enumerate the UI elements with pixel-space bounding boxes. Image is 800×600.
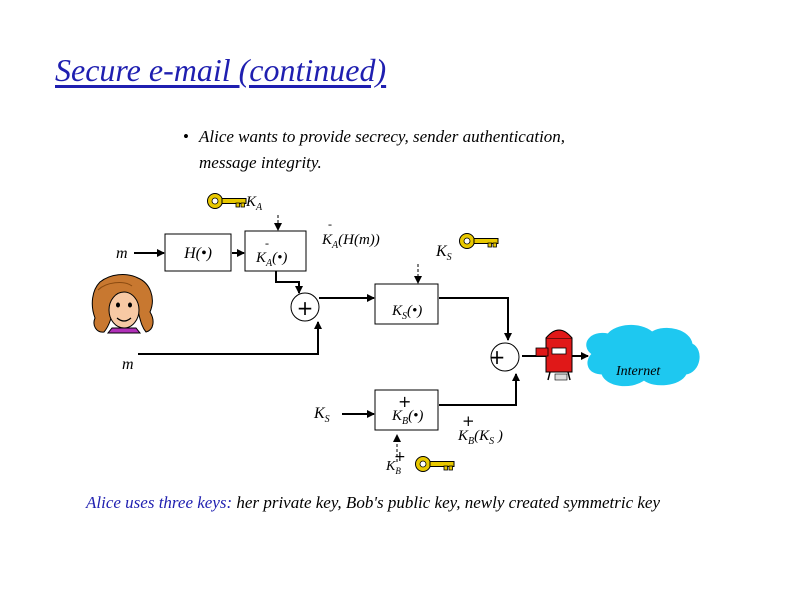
input-m-top: m [116, 245, 128, 262]
symmetric-encrypt-box [374, 283, 439, 325]
ks-left-label: KS [313, 405, 330, 425]
concat-circle-1 [290, 292, 320, 322]
hash-box-label: H(•) [183, 245, 212, 262]
key-b-label: KB [385, 459, 401, 476]
footer-rest: her private key, Bob's public key, newly… [232, 493, 661, 512]
sign-box [244, 230, 307, 272]
footer-text: Alice uses three keys: her private key, … [86, 489, 726, 516]
bullet-point: • Alice wants to provide secrecy, sender… [183, 124, 566, 176]
enc-key-label: KB(KS ) [457, 428, 503, 447]
signed-hash-sign: - [328, 217, 332, 231]
footer-highlight: Alice uses three keys: [86, 493, 233, 512]
key-icon [415, 456, 455, 472]
key-icon [459, 233, 499, 249]
sign-box-label: KA(•) [255, 250, 287, 269]
hash-box [164, 233, 232, 272]
concat-plus-2: + [489, 345, 506, 369]
arrow-sym-to-final [439, 297, 512, 341]
concat-plus-1: + [297, 296, 314, 320]
enc-key-sign: + [462, 412, 475, 430]
sign-box-sign: - [265, 236, 269, 250]
arrow-sign-to-concat [275, 271, 303, 294]
key-a-label: KA [245, 194, 263, 213]
pub-box-label: KB(•) [391, 408, 423, 427]
key-b-sign: + [394, 449, 406, 465]
arrow-m-to-concat [138, 321, 322, 355]
concat-circle-2 [490, 342, 520, 372]
bullet-line-1: Alice wants to provide secrecy, sender a… [199, 127, 566, 146]
internet-cloud-icon [586, 325, 700, 387]
alice-face-icon [91, 274, 154, 334]
bullet-line-2: message integrity. [199, 153, 322, 172]
ks-top-label: KS [435, 243, 452, 263]
pub-box-sign: + [398, 392, 411, 411]
signed-hash-label: KA(H(m)) [321, 232, 380, 251]
input-m-bottom: m [122, 356, 134, 373]
arrow-pub-to-final [439, 373, 520, 406]
slide-title: Secure e-mail (continued) [55, 52, 387, 88]
public-key-encrypt-box [374, 389, 439, 431]
mailbox-icon [535, 329, 573, 381]
internet-label: Internet [615, 364, 661, 379]
bullet-dot: • [183, 127, 189, 146]
sym-box-label: KS(•) [391, 303, 422, 322]
key-icon [207, 193, 247, 209]
